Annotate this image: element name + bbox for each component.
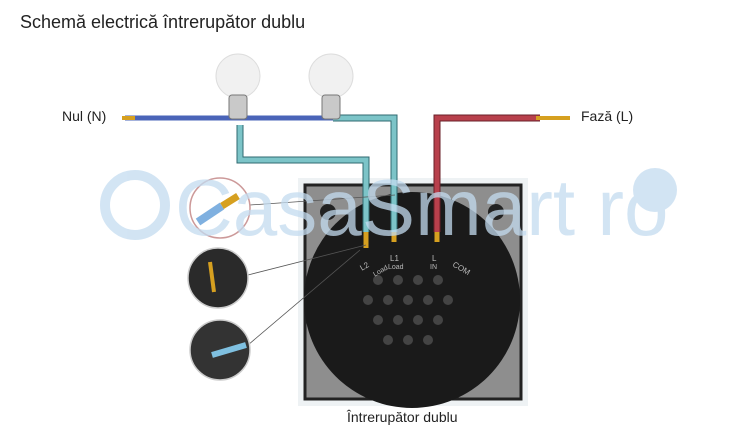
terminal-l: L <box>432 254 437 263</box>
bulb-1 <box>215 53 261 120</box>
phase-label: Fază (L) <box>581 108 634 124</box>
page-title: Schemă electrică întrerupător dublu <box>20 12 306 32</box>
switch-plate <box>298 178 528 408</box>
switch-label: Întrerupător dublu <box>347 409 458 425</box>
terminal-l1: L1 <box>390 254 399 263</box>
neutral-label: Nul (N) <box>62 108 107 124</box>
detail-insets <box>187 177 396 381</box>
watermark-ro-badge <box>633 168 677 212</box>
terminal-l-sub: IN <box>430 264 437 271</box>
bulb-2 <box>308 53 354 120</box>
watermark-text: CasaSmart ro <box>175 163 668 252</box>
terminal-l1-sub: Load <box>388 264 404 271</box>
watermark-logo-icon <box>100 170 170 240</box>
watermark: CasaSmart ro <box>100 163 677 252</box>
